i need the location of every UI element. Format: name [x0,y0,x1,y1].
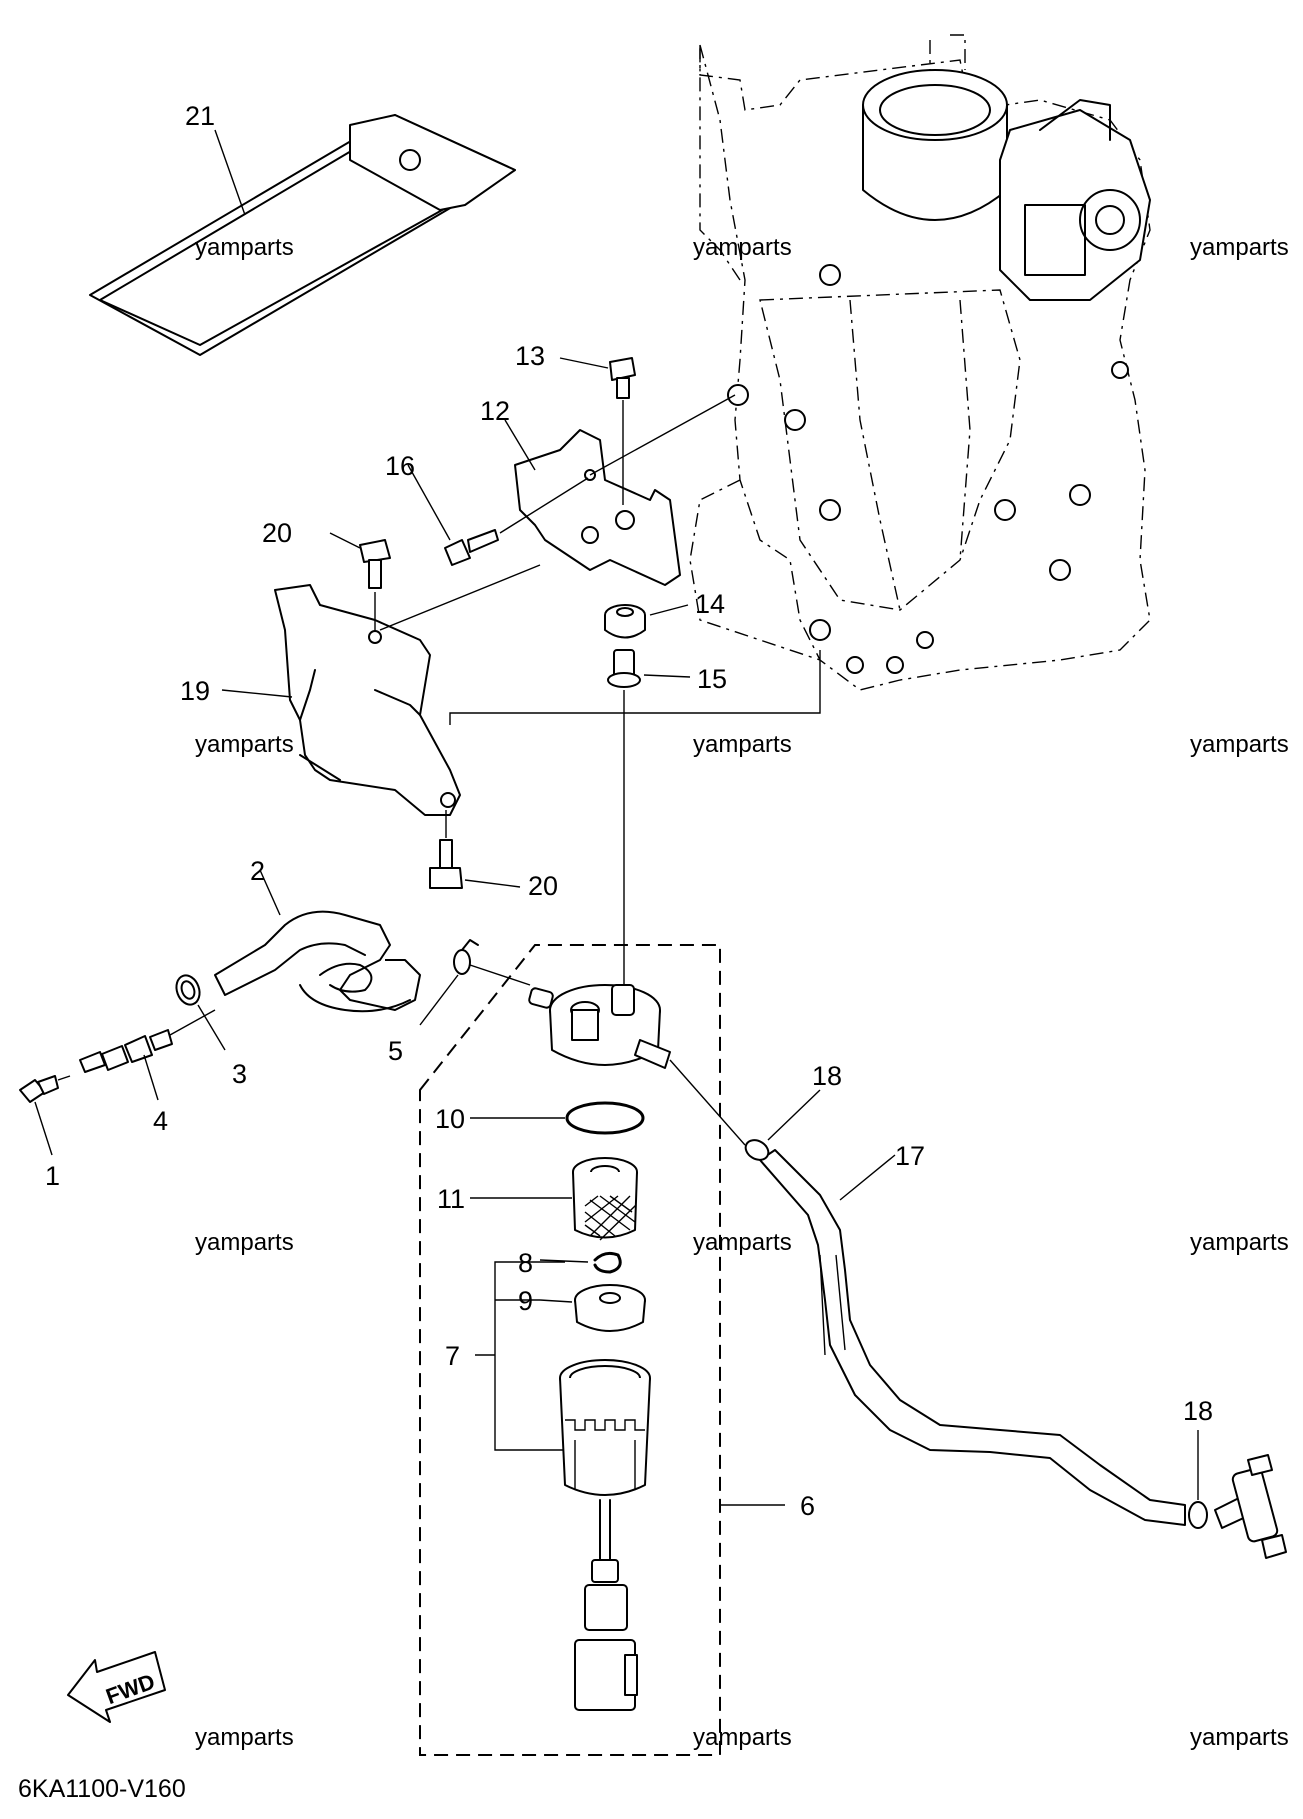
part-10-o-ring [470,1101,645,1135]
part-1-plug [19,1075,71,1156]
part-code: 6KA1100-V160 [18,1775,186,1803]
callout-13: 13 [515,341,545,371]
fuel-filter-head [528,984,746,1146]
water-sensor-wire [574,1499,638,1711]
part-16-bolt [407,394,736,566]
callout-14: 14 [695,589,725,619]
callout-3: 3 [232,1059,247,1089]
part-20-bolt-upper [329,532,391,632]
watermark: yamparts [693,234,792,261]
part-18-clamp-upper [744,1089,821,1161]
part-4-fitting [79,1009,216,1101]
callout-19: 19 [180,676,210,706]
watermark: yamparts [693,1724,792,1751]
callout-10: 10 [435,1104,465,1134]
part-19-cover [221,564,821,816]
callout-11: 11 [437,1184,465,1214]
watermark: yamparts [1190,1229,1289,1256]
watermark: yamparts [195,1724,294,1751]
watermark: yamparts [1190,234,1289,261]
callout-2: 2 [250,856,265,886]
callout-20-upper: 20 [262,518,292,548]
callout-21: 21 [185,101,215,131]
part-15-collar [607,649,691,990]
watermarks: yamparts yamparts yamparts yamparts yamp… [195,234,1289,1751]
part-2-hose [214,869,421,1013]
part-18-clamp-lower [1188,1430,1208,1529]
callout-20-lower: 20 [528,871,558,901]
watermark: yamparts [1190,1724,1289,1751]
callout-6: 6 [800,1491,815,1521]
t-joint [1214,1454,1287,1559]
callout-labels: 21 13 12 16 20 14 15 19 20 2 5 3 4 1 10 … [45,101,1213,1521]
engine-block-outline [689,34,1151,691]
filter-cup [559,1359,651,1496]
part-14-grommet [604,604,689,639]
throttle-body [862,69,1151,301]
watermark: yamparts [693,1229,792,1256]
watermark: yamparts [195,731,294,758]
part-8-circlip [539,1251,622,1274]
callout-7: 7 [445,1341,460,1371]
callout-5: 5 [388,1036,403,1066]
callout-8: 8 [518,1248,533,1278]
part-13-bolt [559,357,636,505]
callout-12: 12 [480,396,510,426]
part-11-filter-element [470,1157,638,1241]
callout-18-lower: 18 [1183,1396,1213,1426]
callout-15: 15 [697,664,727,694]
watermark: yamparts [195,1229,294,1256]
part-12-bracket [504,419,681,586]
part-3-clip [175,974,226,1051]
part-9-float [539,1284,646,1332]
part-17-hose [759,1149,1186,1526]
callout-4: 4 [153,1106,168,1136]
watermark: yamparts [195,234,294,261]
part-5-clamp [419,939,531,1026]
watermark: yamparts [693,731,792,758]
watermark: yamparts [1190,731,1289,758]
callout-1: 1 [45,1161,60,1191]
callout-9: 9 [518,1286,533,1316]
callout-17: 17 [895,1141,925,1171]
part-7-bracket-lines [475,1261,565,1451]
callout-16: 16 [385,451,415,481]
engine-bosses [727,264,1129,674]
fwd-arrow: FWD [67,1651,166,1723]
part-20-bolt-lower [429,810,521,889]
part-21-tool-pouch [89,114,516,356]
callout-18-upper: 18 [812,1061,842,1091]
part-6-filter-assembly-outline [419,944,785,1756]
